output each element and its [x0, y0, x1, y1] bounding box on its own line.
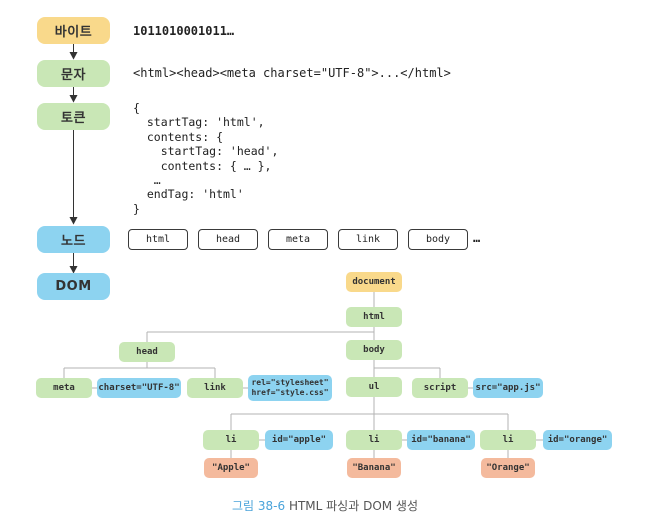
- tree-attr-src: src="app.js": [473, 378, 543, 398]
- figure-caption-number: 그림 38-6: [231, 499, 286, 513]
- tree-attr-rel-href: rel="stylesheet" href="style.css": [248, 375, 332, 401]
- flow-step-dom: DOM: [37, 273, 110, 300]
- tree-node-html: html: [346, 307, 402, 327]
- flow-step-characters: 문자: [37, 60, 110, 87]
- tree-node-ul: ul: [346, 377, 402, 397]
- token-object-code: { startTag: 'html', contents: { startTag…: [133, 101, 279, 216]
- tree-node-document: document: [346, 272, 402, 292]
- node-row-ellipsis: …: [473, 231, 481, 245]
- tree-node-meta: meta: [36, 378, 92, 398]
- tree-attr-id-banana: id="banana": [407, 430, 475, 450]
- tree-node-li-apple: li: [203, 430, 259, 450]
- tree-node-script: script: [412, 378, 468, 398]
- flow-step-nodes: 노드: [37, 226, 110, 253]
- tree-node-head: head: [119, 342, 175, 362]
- figure-caption: 그림 38-6 HTML 파싱과 DOM 생성: [0, 497, 650, 514]
- tree-node-li-banana: li: [346, 430, 402, 450]
- node-chip-link: link: [338, 229, 398, 250]
- node-chip-html: html: [128, 229, 188, 250]
- tree-attr-id-apple: id="apple": [265, 430, 333, 450]
- tree-text-orange: "Orange": [481, 458, 535, 478]
- tree-attr-charset: charset="UTF-8": [97, 378, 181, 398]
- byte-stream-text: 1011010001011…: [133, 24, 235, 38]
- tree-attr-id-orange: id="orange": [543, 430, 612, 450]
- flow-step-bytes: 바이트: [37, 17, 110, 44]
- figure-caption-title: HTML 파싱과 DOM 생성: [288, 499, 419, 513]
- node-chip-body: body: [408, 229, 468, 250]
- tree-text-apple: "Apple": [204, 458, 258, 478]
- node-chip-meta: meta: [268, 229, 328, 250]
- flow-step-tokens: 토큰: [37, 103, 110, 130]
- tree-node-body: body: [346, 340, 402, 360]
- tree-node-li-orange: li: [480, 430, 536, 450]
- tree-text-banana: "Banana": [347, 458, 401, 478]
- tree-node-link: link: [187, 378, 243, 398]
- character-stream-text: <html><head><meta charset="UTF-8">...</h…: [133, 66, 451, 80]
- node-chip-head: head: [198, 229, 258, 250]
